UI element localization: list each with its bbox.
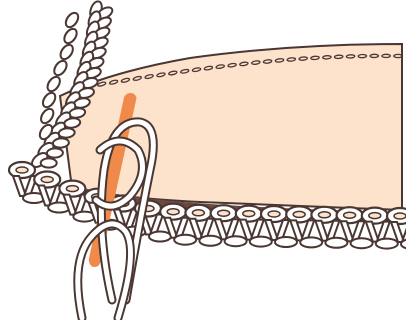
- chain-loop: [58, 128, 75, 139]
- edge-loop-hole: [394, 213, 406, 219]
- edge-loop-hole: [218, 210, 230, 216]
- edge-loop-hole: [41, 177, 53, 183]
- chain-loop: [45, 75, 62, 94]
- chain-loop: [41, 158, 57, 167]
- edge-loop-hole: [344, 212, 356, 218]
- chain-loop: [47, 148, 63, 158]
- chain-loop: [39, 107, 56, 126]
- chain-loop: [53, 138, 70, 148]
- edge-bottom-loop: [250, 237, 272, 247]
- chain-loop: [62, 27, 79, 46]
- edge-loop-hole: [318, 212, 330, 218]
- chain-loop: [58, 43, 75, 62]
- chain-loop: [40, 91, 57, 110]
- edge-bottom-loop: [225, 236, 247, 246]
- edge-bottom-loop: [351, 238, 373, 248]
- edge-loop-hole: [293, 211, 305, 217]
- edge-loop-hole: [16, 167, 28, 173]
- edge-loop-hole: [167, 209, 179, 215]
- edge-loop-hole: [192, 210, 204, 216]
- edge-loop-hole: [66, 186, 78, 192]
- edge-bottom-loop: [325, 238, 347, 248]
- edge-loop-hole: [243, 211, 255, 217]
- chain-loop: [63, 11, 80, 30]
- edge-bottom-loop: [300, 237, 322, 247]
- chain-loop: [52, 59, 69, 78]
- edge-bottom-loop: [275, 237, 297, 247]
- edge-loop-hole: [369, 213, 381, 219]
- edge-loop-hole: [268, 211, 280, 217]
- edge-bottom-loop: [199, 236, 221, 246]
- edge-bottom-loop: [376, 239, 398, 249]
- edge-bottom-loop: [149, 232, 171, 242]
- edge-bottom-loop: [174, 235, 196, 245]
